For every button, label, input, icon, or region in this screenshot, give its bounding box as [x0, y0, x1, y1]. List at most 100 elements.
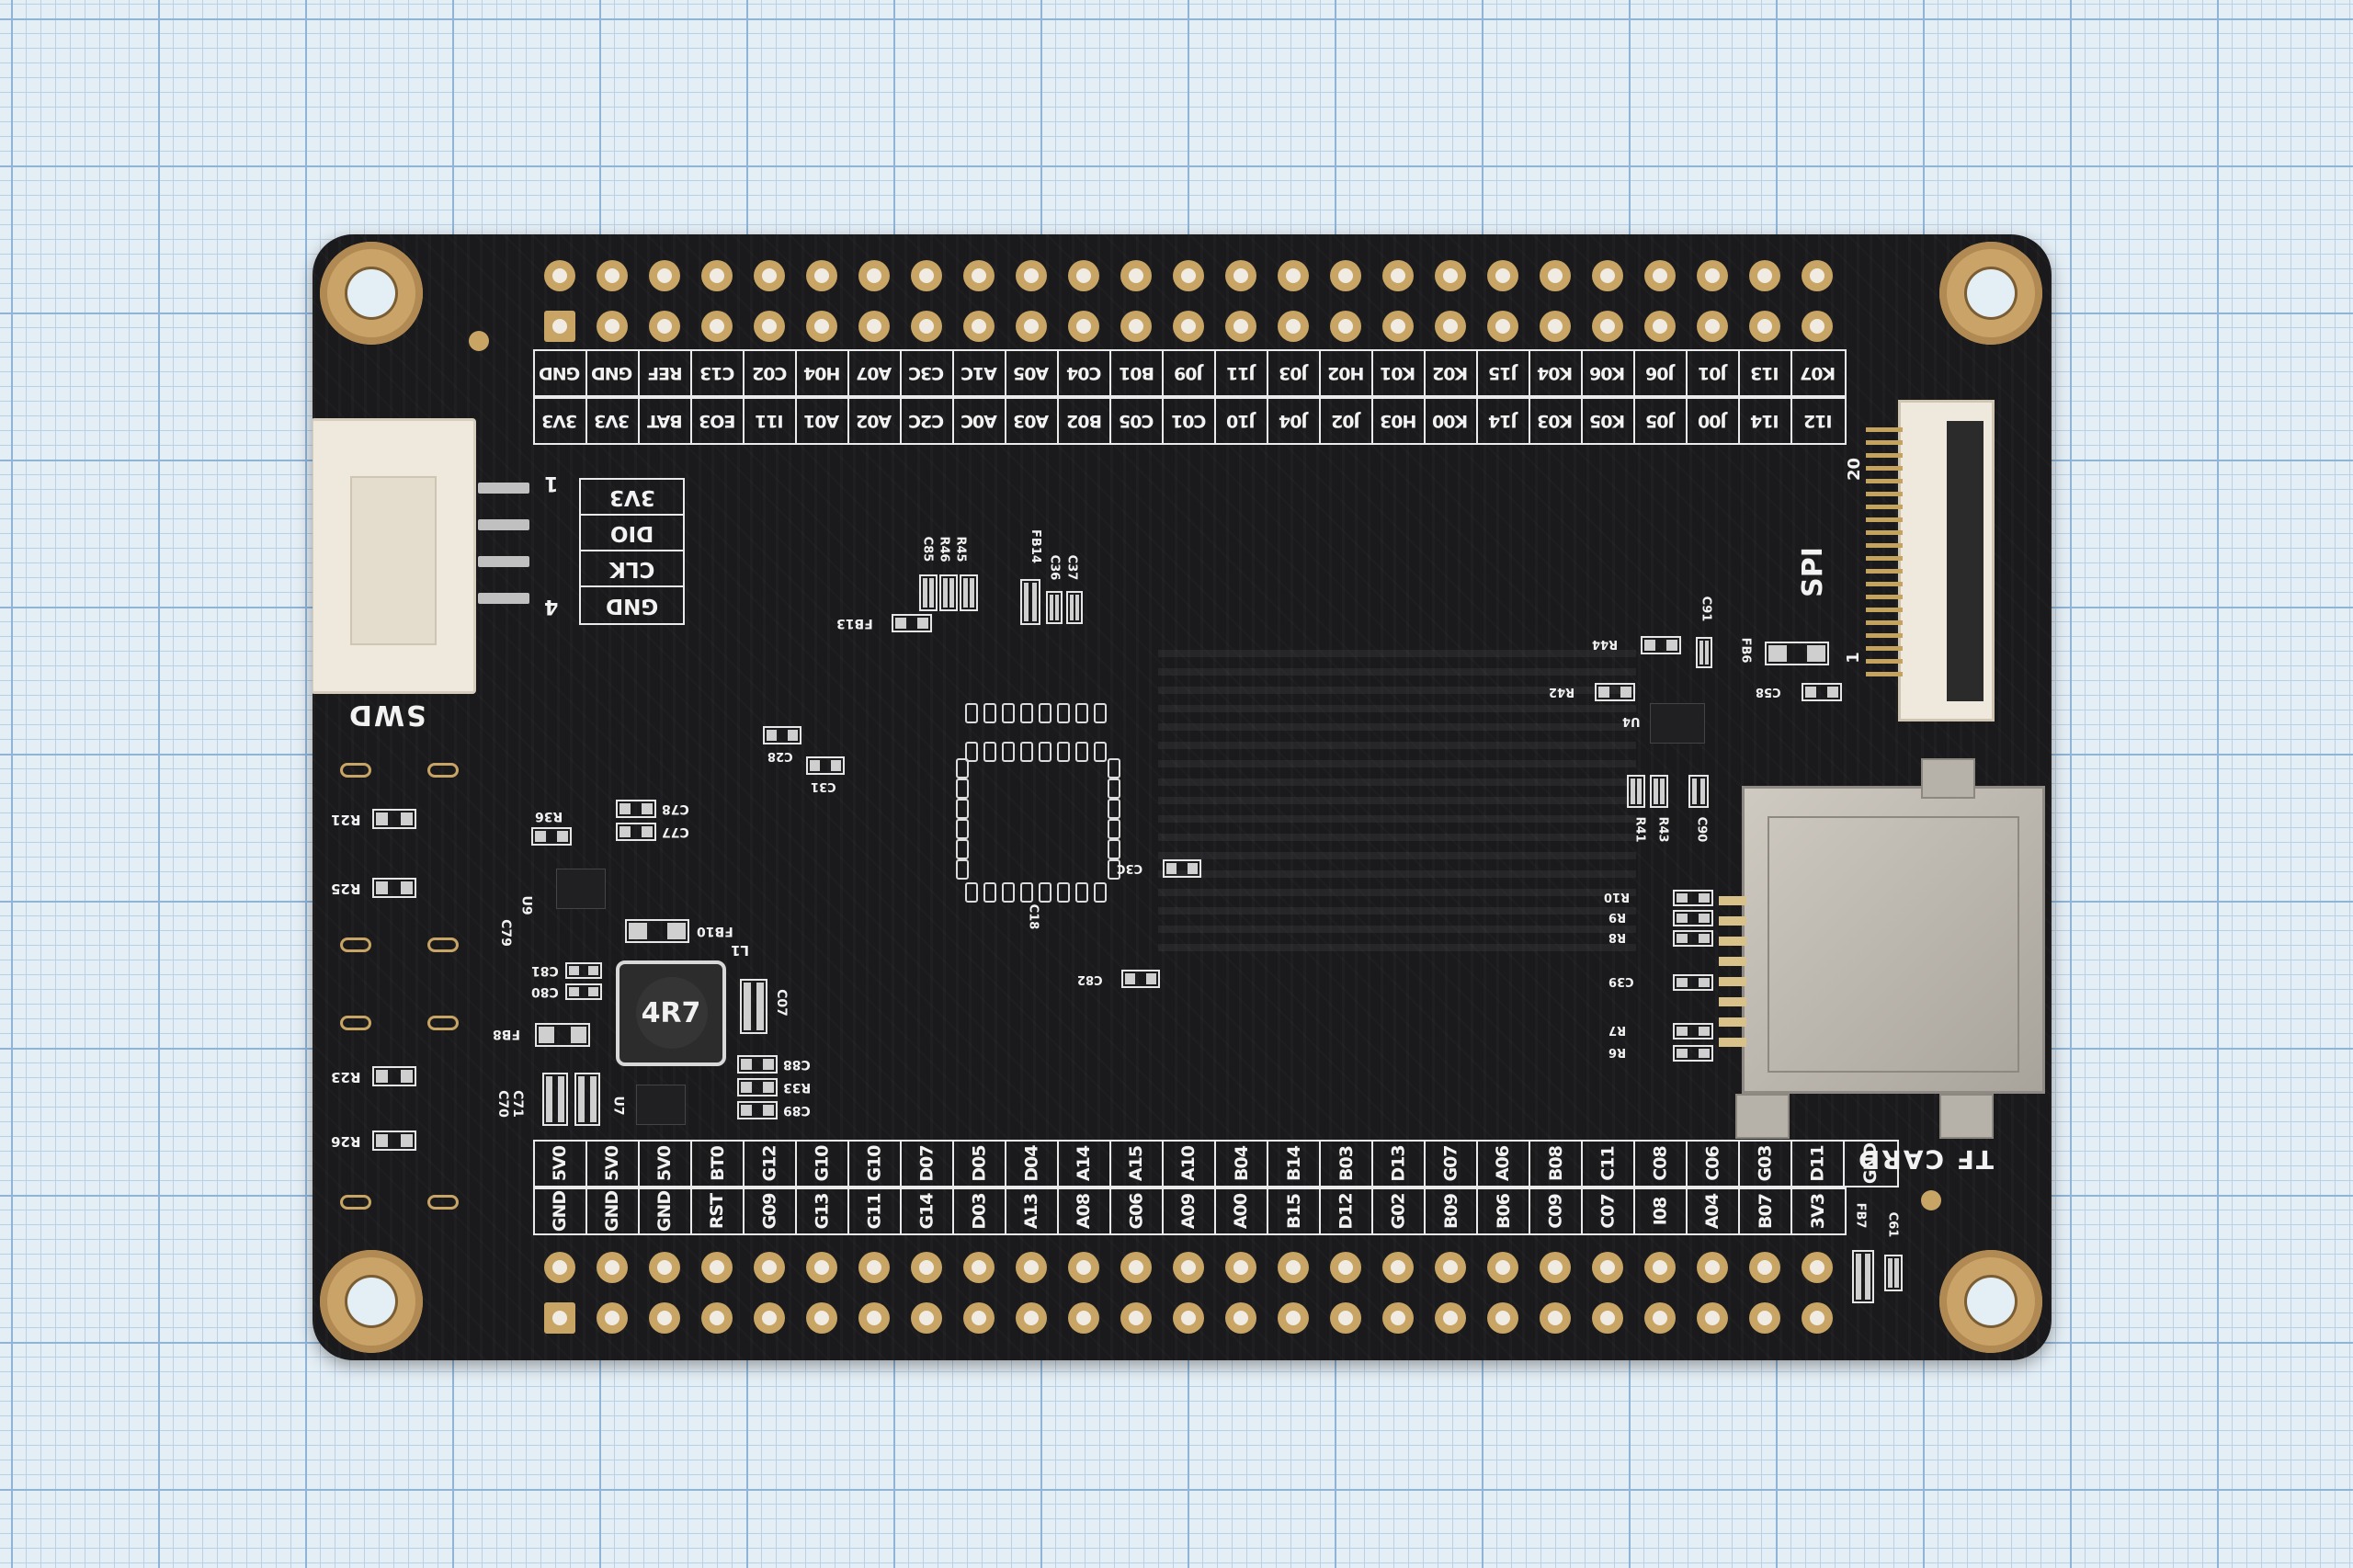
mounting-hole-top-left	[320, 242, 423, 345]
decoupling-cap-pad	[956, 819, 969, 839]
header-pin	[597, 1252, 628, 1283]
header-pin	[754, 260, 785, 291]
tf-card-pin	[1719, 1038, 1746, 1047]
header-pin	[1592, 311, 1623, 342]
header-pin-label: I08	[1635, 1189, 1688, 1233]
decoupling-cap-pad	[1094, 882, 1107, 903]
header-pin	[1016, 311, 1047, 342]
capacitor-c78	[616, 800, 656, 818]
decoupling-cap-pad	[1002, 882, 1015, 903]
header-pin	[1382, 311, 1414, 342]
resistor-r46	[939, 574, 958, 611]
decoupling-cap-pad	[965, 882, 978, 903]
resistor-r10	[1673, 890, 1713, 906]
header-pin-label-text: RST	[707, 1193, 728, 1230]
label-fb13: FB13	[836, 616, 873, 631]
label-r8: R8	[1608, 930, 1627, 944]
header-pin-label: GND	[535, 1189, 587, 1233]
header-pin-label: A04	[1688, 1189, 1740, 1233]
label-fb10: FB10	[697, 924, 733, 938]
resistor-r26	[372, 1131, 416, 1151]
header-pin-label-text: G10	[864, 1145, 885, 1182]
header-pin	[1120, 1252, 1152, 1283]
header-pin	[1330, 311, 1361, 342]
capacitor-c80	[565, 983, 602, 1000]
swd-pin-first-label: 1	[544, 472, 559, 494]
fpc-pin	[1866, 633, 1903, 638]
capacitor-c70	[574, 1073, 600, 1126]
spi-pin-last-label: 20	[1845, 457, 1865, 482]
decoupling-cap-pad	[1075, 742, 1088, 762]
decoupling-cap-pad	[956, 839, 969, 859]
header-pin	[1749, 1252, 1780, 1283]
header-pin-label: K04	[1530, 351, 1583, 395]
tf-card-pin	[1719, 916, 1746, 926]
header-pin-label-text: I08	[1650, 1197, 1671, 1226]
fpc-pin	[1866, 595, 1903, 599]
header-pin	[1173, 311, 1204, 342]
label-c90: C90	[1694, 816, 1709, 843]
header-pin	[1120, 260, 1152, 291]
capacitor-c77	[616, 823, 656, 841]
resistor-r43	[1650, 775, 1668, 808]
header-pin-label: C09	[1530, 1189, 1583, 1233]
fpc-pin	[1866, 505, 1903, 509]
label-r46: R46	[937, 536, 951, 562]
fpc-pin	[1866, 517, 1903, 522]
pad	[427, 1016, 459, 1030]
header-pin	[1068, 260, 1099, 291]
header-pin	[911, 1252, 942, 1283]
label-r36: R36	[535, 809, 563, 824]
header-pin	[1592, 1252, 1623, 1283]
label-r33: R33	[783, 1080, 812, 1095]
mounting-hole-top-right	[1939, 242, 2042, 345]
header-pin-label-text: G14	[916, 1193, 938, 1230]
header-pin	[597, 1302, 628, 1334]
header-pin-label: C13	[692, 351, 745, 395]
header-pin	[1330, 260, 1361, 291]
header-pin-label-text: G02	[1388, 1193, 1409, 1230]
swd-label: SWD	[347, 699, 426, 731]
header-pin	[858, 1252, 890, 1283]
header-pin-label-text: 5V0	[654, 1145, 676, 1182]
header-pin-label: K07	[1792, 351, 1845, 395]
header-pin-label-text: GND	[540, 363, 581, 383]
header-pin	[1802, 1302, 1833, 1334]
header-pin-label-text: C2C	[909, 411, 945, 431]
ic-u4	[1650, 703, 1705, 744]
tf-card-pin	[1719, 997, 1746, 1006]
capacitor-c85	[919, 574, 938, 611]
mounting-hole-bottom-right	[1939, 1250, 2042, 1353]
header-pin-label: C04	[1059, 351, 1111, 395]
fpc-pin	[1866, 672, 1903, 676]
tf-card-label: TF CARD	[1857, 1144, 1994, 1175]
header-pin	[1540, 311, 1571, 342]
header-pin-label-text: D05	[969, 1145, 990, 1182]
decoupling-cap-pad	[1075, 703, 1088, 723]
spi-label: SPI	[1796, 547, 1829, 597]
resistor-r9	[1673, 910, 1713, 926]
header-pin-label-text: K07	[1801, 363, 1836, 383]
header-pin	[1435, 260, 1466, 291]
header-pin	[544, 311, 575, 342]
tf-card-pin	[1719, 977, 1746, 986]
header-pin-label-text: J14	[1489, 411, 1518, 431]
header-pin	[911, 260, 942, 291]
header-pin-label: B09	[1426, 1189, 1478, 1233]
header-pin-label-text: J04	[1279, 411, 1308, 431]
header-pin	[1644, 311, 1676, 342]
header-pin	[1382, 1302, 1414, 1334]
header-pin-label-text: G07	[1440, 1145, 1461, 1182]
header-pin-label: C08	[1635, 1142, 1688, 1186]
header-pin-label-text: H03	[1380, 411, 1417, 431]
header-pin-label-text: C08	[1650, 1146, 1671, 1181]
label-r44: R44	[1592, 637, 1619, 651]
header-pin	[701, 260, 733, 291]
decoupling-cap-pad	[1002, 742, 1015, 762]
header-pin-label: B14	[1268, 1142, 1321, 1186]
header-pin	[1644, 1302, 1676, 1334]
header-pin-label: G02	[1373, 1189, 1426, 1233]
header-pin-label-text: 5V0	[550, 1145, 571, 1182]
header-pin-label: K05	[1583, 399, 1635, 443]
header-pin-label-text: A0C	[961, 411, 997, 431]
